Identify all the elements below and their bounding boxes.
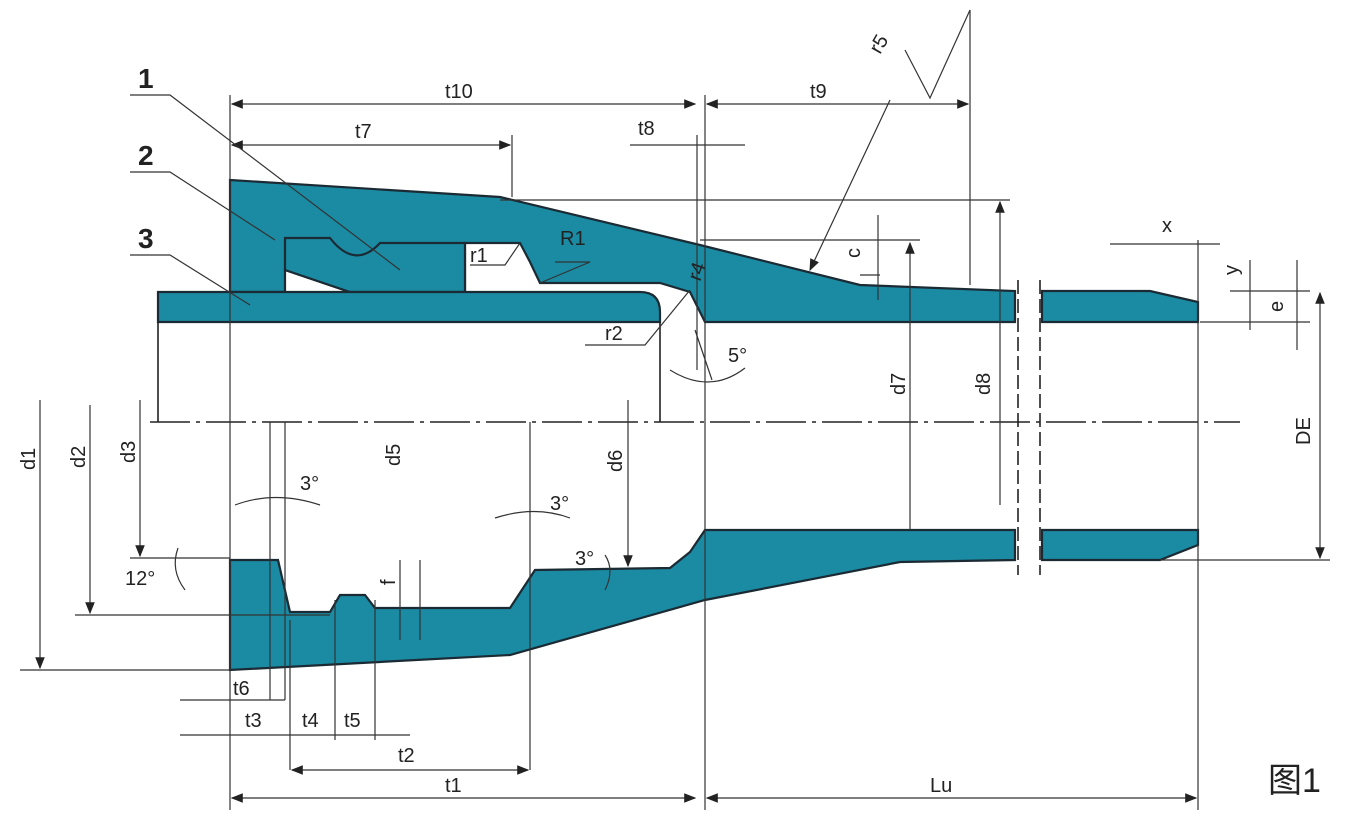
- dia-DE: DE: [1293, 417, 1315, 445]
- dim-t3: t3: [245, 710, 262, 732]
- part-label-2: 2: [138, 140, 154, 171]
- socket-lower-body: [228, 528, 1017, 672]
- dim-t1: t1: [445, 775, 462, 797]
- dia-d1: d1: [18, 448, 40, 470]
- angle-12: 12°: [125, 568, 155, 590]
- dim-t8: t8: [638, 118, 655, 140]
- radius-r2: r2: [605, 323, 623, 345]
- radius-R1: R1: [560, 228, 586, 250]
- leader-lines: [130, 94, 691, 346]
- angle-3-mid: 3°: [550, 493, 569, 515]
- break-lines: [1017, 280, 1041, 575]
- extension-lines: [20, 10, 1330, 810]
- angle-5: 5°: [728, 345, 747, 367]
- dim-y: y: [1221, 265, 1243, 275]
- part-label-1: 1: [138, 63, 154, 94]
- dim-f: f: [378, 579, 400, 585]
- spigot-upper: [1040, 289, 1200, 324]
- part-label-3: 3: [138, 223, 154, 254]
- dim-t2: t2: [398, 745, 415, 767]
- dim-t10: t10: [445, 81, 473, 103]
- spigot-lower: [1040, 528, 1200, 562]
- dia-d6: d6: [605, 450, 627, 472]
- dim-t5: t5: [344, 710, 361, 732]
- dim-t4: t4: [302, 710, 319, 732]
- dim-x: x: [1162, 215, 1172, 237]
- radius-r5: r5: [865, 31, 893, 57]
- angle-3-top: 3°: [300, 473, 319, 495]
- dim-t6: t6: [233, 678, 250, 700]
- figure-caption: 图1: [1268, 762, 1321, 800]
- dim-t9: t9: [810, 81, 827, 103]
- dim-t7: t7: [355, 121, 372, 143]
- dia-d7: d7: [888, 373, 910, 395]
- dim-c: c: [843, 248, 865, 258]
- dia-d3: d3: [118, 441, 140, 463]
- dimension-lines: [35, 9, 1325, 803]
- dia-d2: d2: [68, 446, 90, 468]
- dim-e: e: [1266, 301, 1288, 312]
- pipe-bore-outline: [157, 322, 661, 422]
- dia-d5: d5: [383, 444, 405, 466]
- inserted-pipe: [156, 290, 662, 324]
- angle-3-low: 3°: [575, 548, 594, 570]
- dim-Lu: Lu: [930, 775, 952, 797]
- radius-r1: r1: [470, 245, 488, 267]
- dia-d8: d8: [973, 373, 995, 395]
